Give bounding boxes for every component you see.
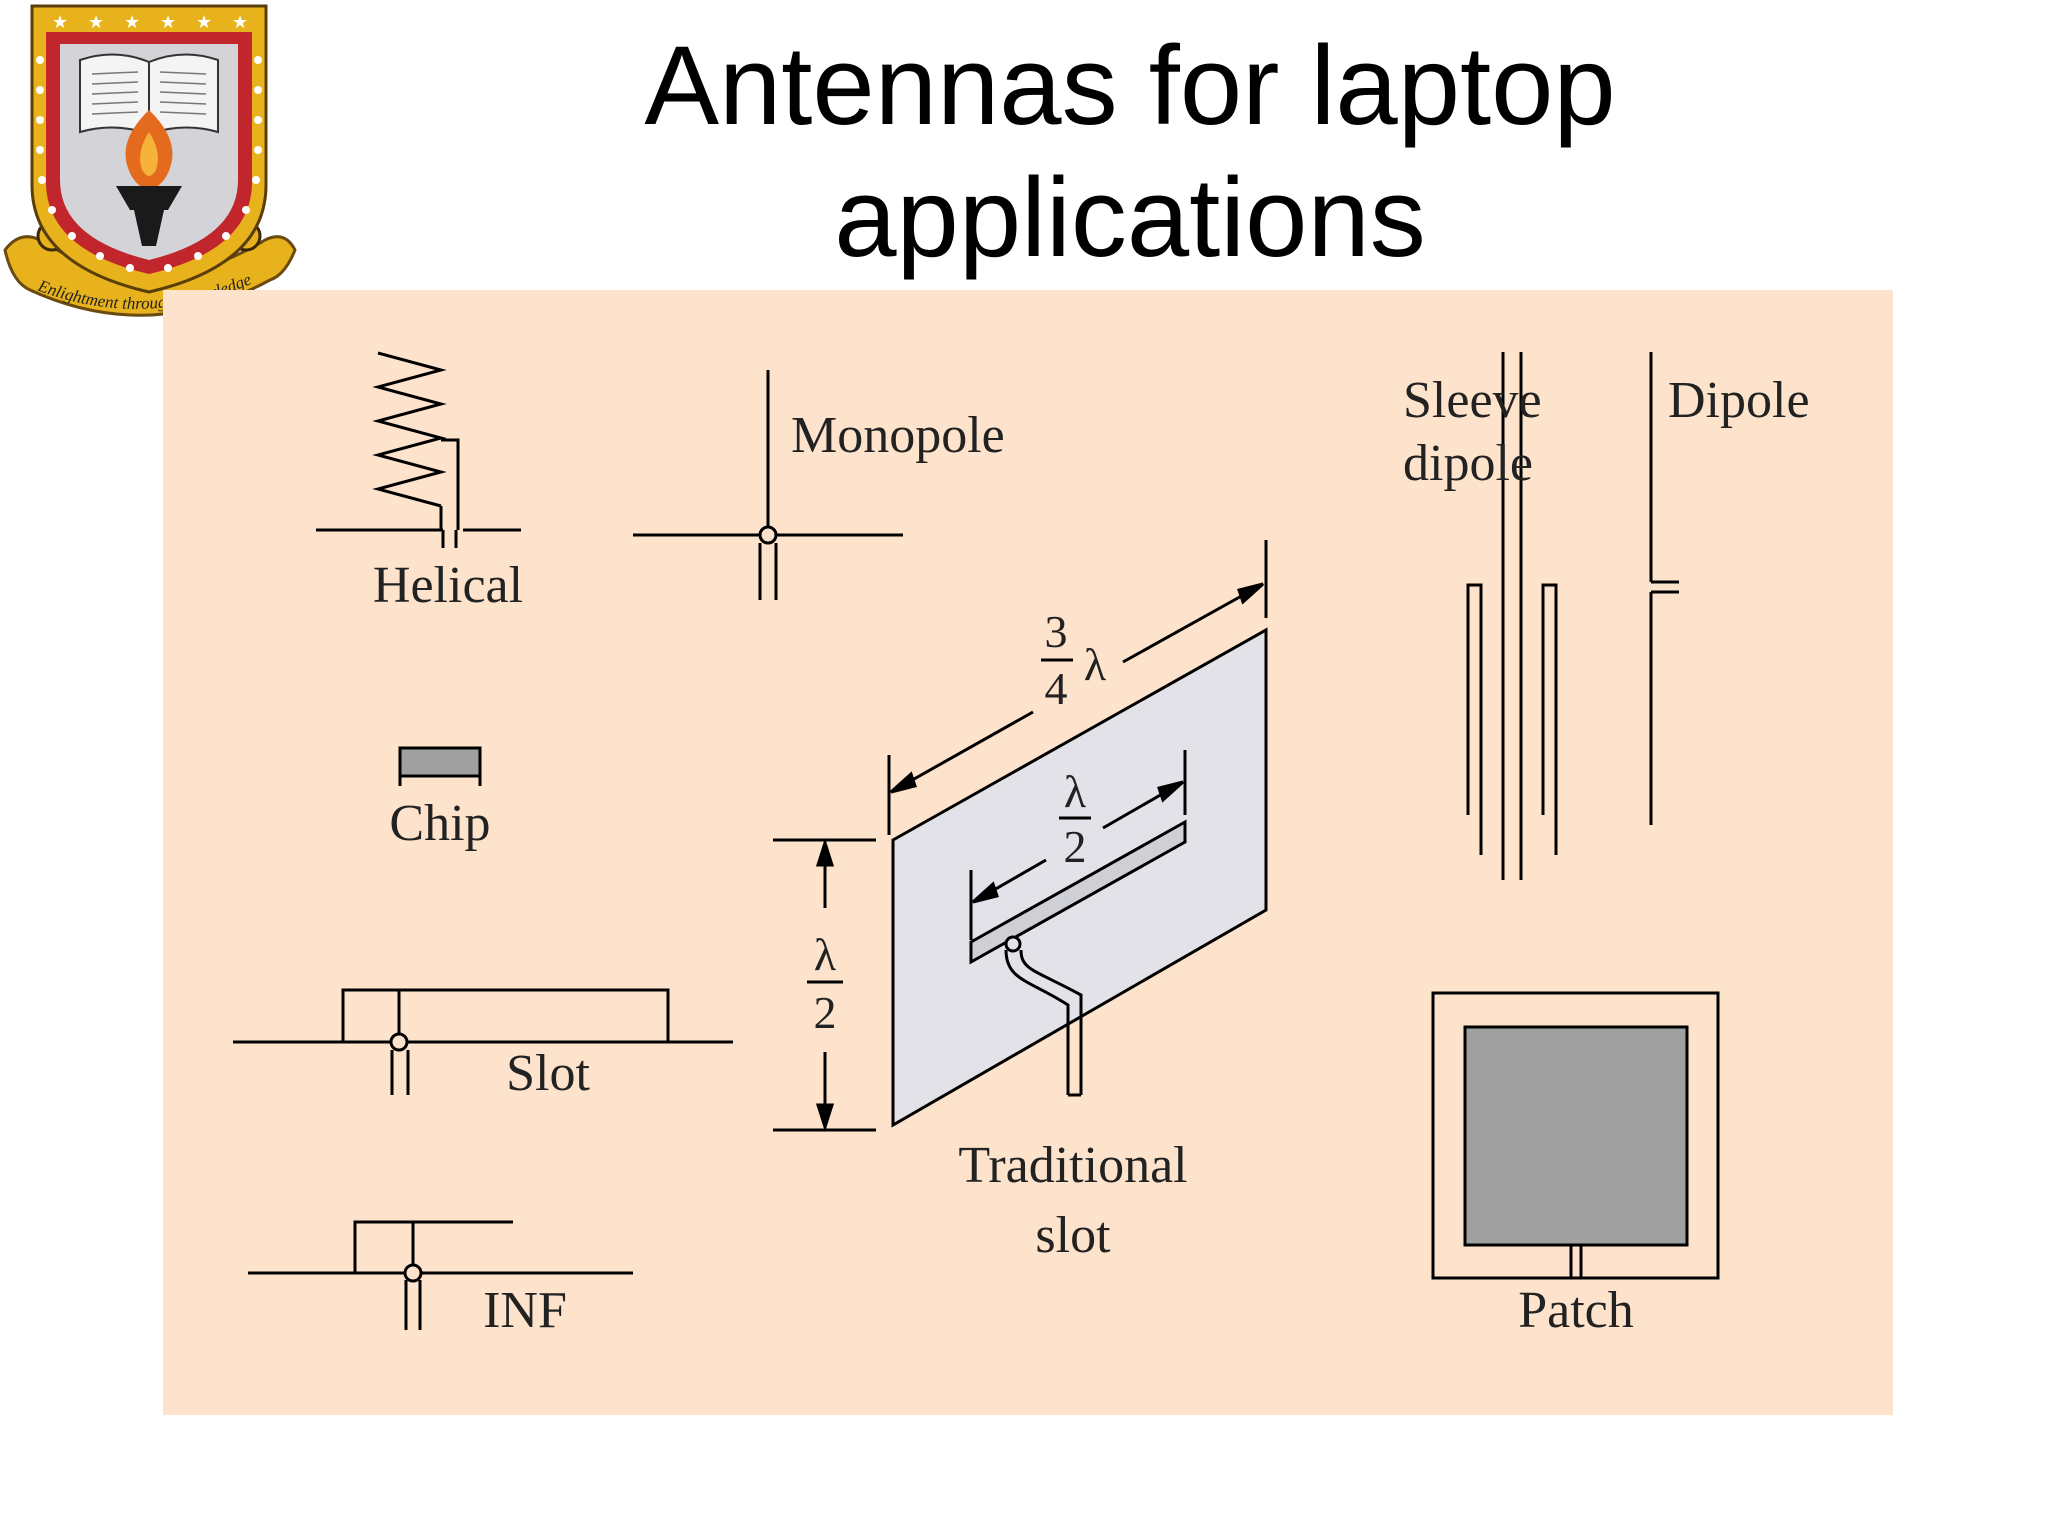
width-fraction-denominator: 4 [1045, 663, 1068, 714]
university-crest-logo: Enlightment through Knowledge ★ ★ ★ ★ ★ … [3, 4, 297, 317]
helical-label: Helical [373, 557, 523, 614]
width-dimension [887, 540, 1268, 835]
torch-flame-icon [116, 110, 182, 246]
slide-title: Antennas for laptop applications [560, 20, 1700, 284]
slot-length-denominator: 2 [1064, 821, 1087, 872]
chip-label: Chip [389, 795, 490, 852]
width-lambda-symbol: λ [1084, 639, 1107, 690]
title-line-2: applications [834, 155, 1426, 280]
antenna-types-diagram: Helical Monopole Chip Slot INF [163, 290, 1893, 1415]
slot-antenna [233, 988, 733, 1095]
svg-text:★: ★ [160, 12, 176, 33]
inf-label: INF [483, 1282, 567, 1339]
monopole-antenna [633, 370, 903, 600]
height-numerator: λ [814, 929, 837, 980]
dipole-label: Dipole [1668, 372, 1810, 429]
svg-text:★: ★ [52, 12, 68, 33]
dipole-antenna [1649, 352, 1679, 825]
svg-text:★: ★ [196, 12, 212, 33]
crest-stars-icon: ★ ★ ★ ★ ★ ★ [52, 12, 248, 33]
slot-length-numerator: λ [1064, 766, 1087, 817]
traditional-slot-label-line2: slot [1035, 1207, 1111, 1264]
monopole-label: Monopole [791, 407, 1005, 464]
slot-label: Slot [506, 1045, 590, 1102]
chip-antenna [398, 746, 482, 786]
sleeve-dipole-antenna [1466, 352, 1558, 880]
height-dimension [773, 838, 876, 1132]
patch-antenna [1431, 991, 1720, 1280]
slot-length-dimension [969, 750, 1187, 940]
helical-antenna [316, 351, 521, 548]
traditional-slot-antenna [891, 627, 1268, 1128]
title-line-1: Antennas for laptop [644, 23, 1616, 148]
open-book-icon [79, 53, 219, 136]
traditional-slot-label-line1: Traditional [958, 1137, 1187, 1194]
svg-text:★: ★ [88, 12, 104, 33]
sleeve-dipole-label-line2: dipole [1403, 435, 1533, 492]
sleeve-dipole-label-line1: Sleeve [1403, 372, 1542, 429]
width-fraction-numerator: 3 [1045, 606, 1068, 657]
height-denominator: 2 [814, 987, 837, 1038]
patch-label: Patch [1518, 1282, 1634, 1339]
inf-antenna [248, 1220, 633, 1330]
svg-text:★: ★ [124, 12, 140, 33]
svg-text:★: ★ [232, 12, 248, 33]
